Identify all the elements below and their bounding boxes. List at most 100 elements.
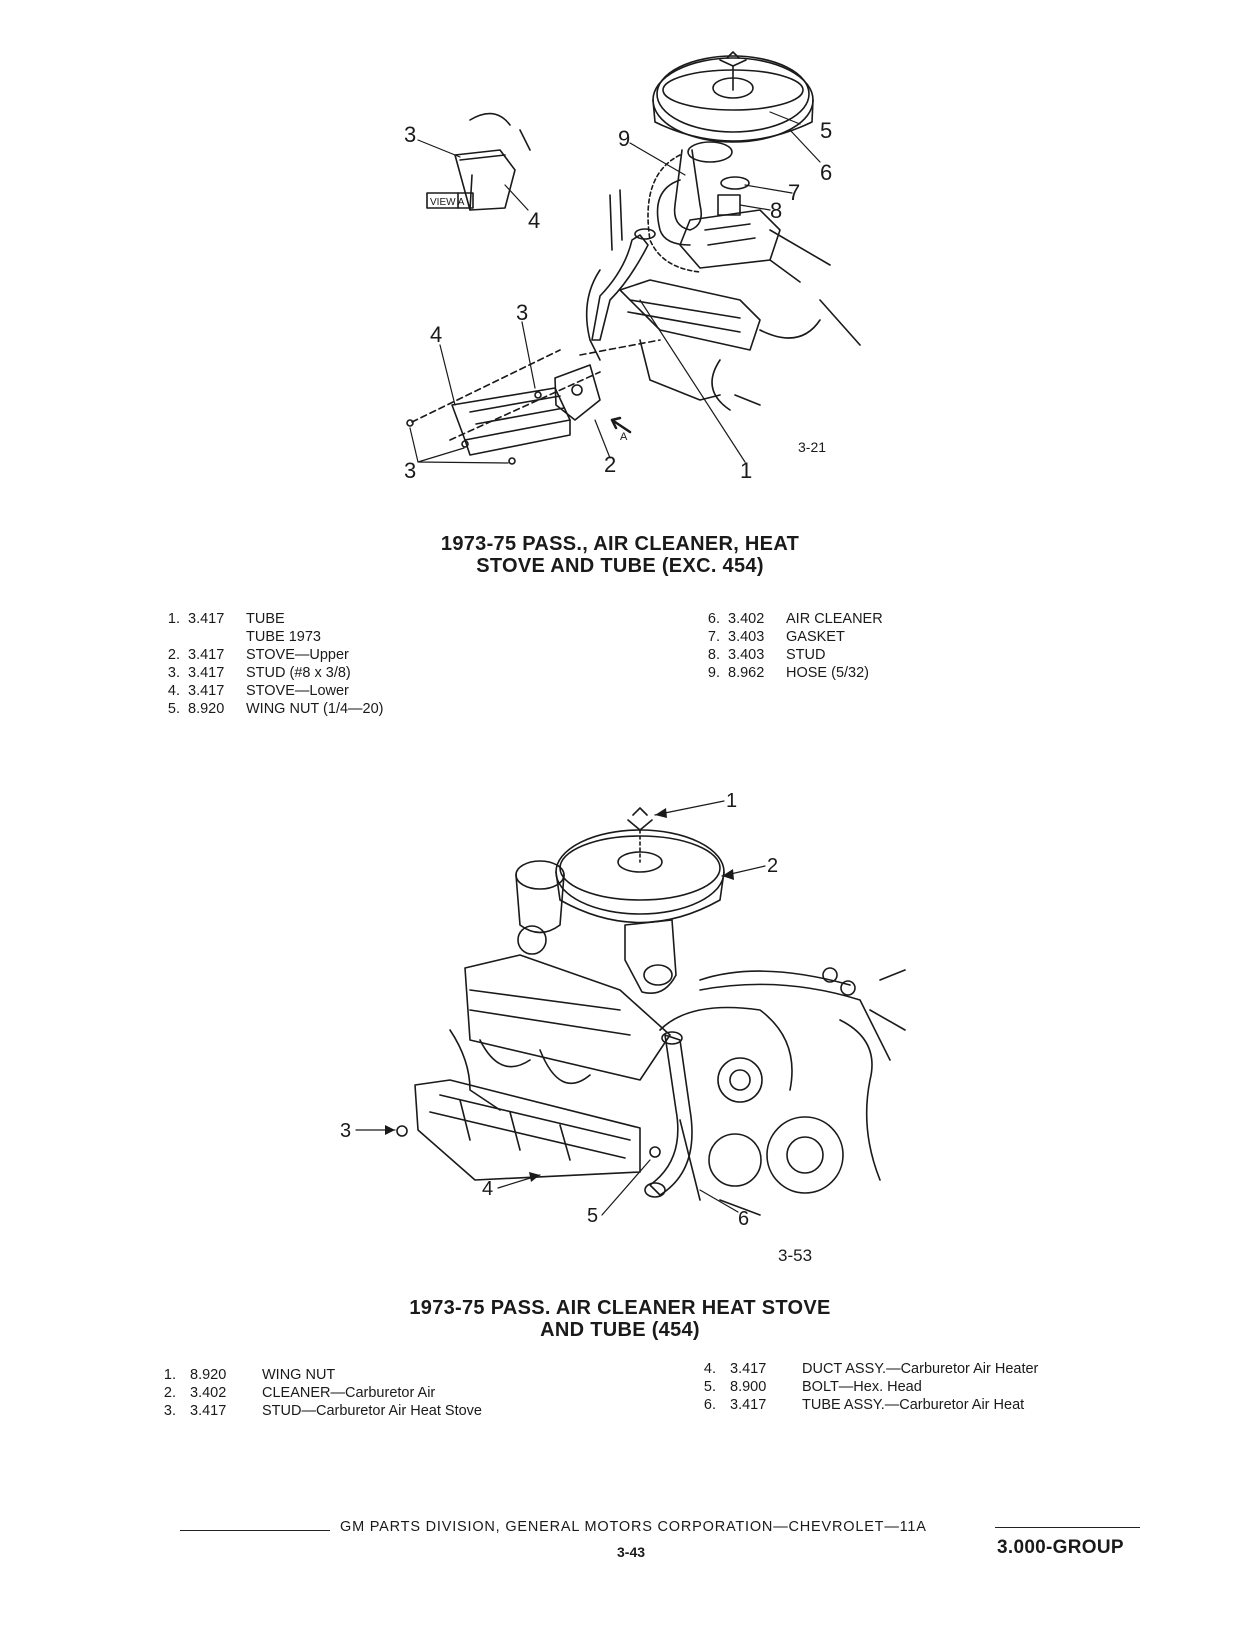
part-group: 3.402	[190, 1385, 227, 1401]
callout-7: 7	[788, 180, 800, 205]
part-number: 4.	[167, 683, 180, 699]
part-description: STOVE—Upper	[246, 647, 349, 663]
snorkel-drawing	[624, 919, 677, 994]
part-group: 3.417	[188, 611, 225, 627]
part-row: 5. 8.900 BOLT—Hex. Head	[690, 1378, 1038, 1396]
part-description: WING NUT	[262, 1367, 336, 1383]
figure-number: 3-21	[798, 439, 826, 455]
part-number: 3.	[163, 1403, 176, 1419]
part-row: 3. 3.417 STUD (#8 x 3/8)	[150, 664, 384, 682]
part-group: 3.417	[188, 665, 225, 681]
part-number: 6.	[703, 1397, 716, 1413]
part-group: 8.900	[730, 1379, 767, 1395]
part-description: STUD—Carburetor Air Heat Stove	[262, 1403, 482, 1419]
part-number: 2.	[163, 1385, 176, 1401]
callout-3: 3	[404, 122, 416, 147]
footer-rule-right	[995, 1527, 1140, 1528]
distributor-drawing	[515, 860, 565, 955]
callout-1: 1	[726, 790, 737, 812]
snorkel-drawing	[656, 141, 750, 246]
bolt-drawing	[649, 1146, 661, 1158]
part-row: 4. 3.417 DUCT ASSY.—Carburetor Air Heater	[690, 1360, 1038, 1378]
carburetor-drawing	[679, 209, 831, 283]
part-description: STUD (#8 x 3/8)	[246, 665, 351, 681]
leader-lines	[409, 111, 821, 464]
part-number: 5.	[703, 1379, 716, 1395]
callout-3: 3	[516, 300, 528, 325]
figure1-caption: 1973-75 PASS., AIR CLEANER, HEAT STOVE A…	[0, 533, 1240, 577]
part-description: DUCT ASSY.—Carburetor Air Heater	[802, 1361, 1039, 1377]
group-label: 3.000-GROUP	[997, 1537, 1124, 1558]
part-number: 1.	[163, 1367, 176, 1383]
stud-drawing	[396, 1125, 408, 1137]
caption-line: STOVE AND TUBE (EXC. 454)	[476, 555, 764, 577]
part-description: HOSE (5/32)	[786, 665, 869, 681]
part-number: 8.	[707, 647, 720, 663]
footer-text: GM PARTS DIVISION, GENERAL MOTORS CORPOR…	[340, 1519, 927, 1535]
part-group: 3.417	[730, 1397, 767, 1413]
part-number: 6.	[707, 611, 720, 627]
part-row: 1. 8.920 WING NUT	[150, 1366, 482, 1384]
callout-4: 4	[430, 322, 442, 347]
part-number: 4.	[703, 1361, 716, 1377]
part-group: 3.403	[728, 629, 765, 645]
lower-stove-drawing	[451, 387, 571, 456]
callout-2: 2	[604, 452, 616, 477]
callout-5: 5	[820, 118, 832, 143]
callout-5: 5	[587, 1205, 598, 1227]
view-marker-label: A	[620, 431, 628, 443]
part-description: TUBE 1973	[246, 629, 321, 645]
part-description: TUBE	[246, 611, 285, 627]
part-number: 9.	[707, 665, 720, 681]
callout-2: 2	[767, 855, 778, 877]
part-group	[184, 628, 244, 646]
part-number: 2.	[167, 647, 180, 663]
part-row: 6. 3.417 TUBE ASSY.—Carburetor Air Heat	[690, 1396, 1038, 1414]
callout-6: 6	[820, 160, 832, 185]
air-cleaner-drawing	[652, 51, 814, 143]
part-description: BOLT—Hex. Head	[802, 1379, 922, 1395]
caption-line: AND TUBE (454)	[540, 1319, 700, 1341]
part-group: 8.920	[188, 701, 225, 717]
part-row: 2. 3.402 CLEANER—Carburetor Air	[150, 1384, 482, 1402]
studs-drawing	[406, 391, 542, 465]
callout-6: 6	[738, 1208, 749, 1230]
air-cleaner-drawing	[555, 807, 725, 924]
callout-9: 9	[618, 126, 630, 151]
callout-4: 4	[482, 1178, 493, 1200]
part-description: CLEANER—Carburetor Air	[262, 1385, 436, 1401]
part-row: 3. 3.417 STUD—Carburetor Air Heat Stove	[150, 1402, 482, 1420]
hose-drawing	[647, 154, 701, 273]
callout-3: 3	[404, 458, 416, 483]
callout-1: 1	[740, 458, 752, 483]
heat-tube-drawing	[591, 228, 656, 341]
part-number: 3.	[167, 665, 180, 681]
part-group: 3.417	[190, 1403, 227, 1419]
heat-stove-drawing	[414, 1079, 641, 1181]
part-group: 3.402	[728, 611, 765, 627]
caption-line: 1973-75 PASS. AIR CLEANER HEAT STOVE	[409, 1297, 831, 1319]
page-number: 3-43	[617, 1544, 646, 1560]
figure2-illustration: 1 2 3 4 5 6 3-53	[340, 790, 906, 1265]
part-description: STUD	[786, 647, 826, 663]
footer-rule-left	[180, 1530, 330, 1531]
part-group: 8.920	[190, 1367, 227, 1383]
part-group: 3.417	[188, 683, 225, 699]
engine-drawing	[585, 189, 861, 411]
part-group: 3.417	[188, 647, 225, 663]
figure-number: 3-53	[778, 1246, 812, 1265]
part-description: AIR CLEANER	[786, 611, 883, 627]
caption-line: 1973-75 PASS., AIR CLEANER, HEAT	[440, 533, 800, 555]
upper-stove-drawing	[554, 364, 601, 421]
part-group: 3.417	[730, 1361, 767, 1377]
part-description: TUBE ASSY.—Carburetor Air Heat	[802, 1397, 1025, 1413]
figure2-caption: 1973-75 PASS. AIR CLEANER HEAT STOVE AND…	[0, 1297, 1240, 1341]
